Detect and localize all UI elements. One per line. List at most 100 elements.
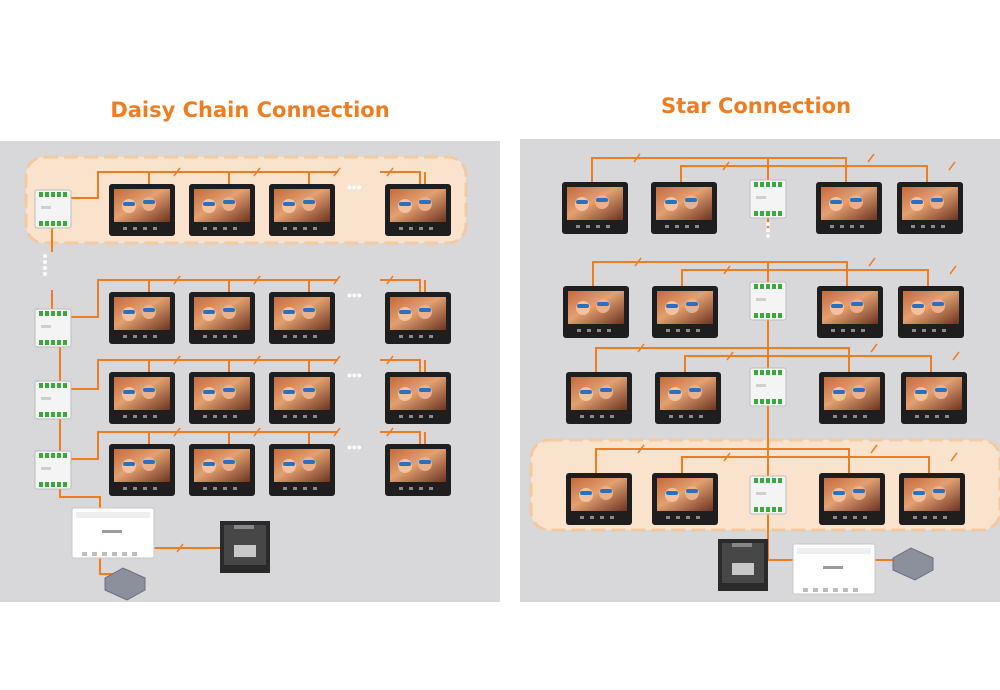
cable-break-mark [948, 161, 956, 171]
daisy-chain-title: Daisy Chain Connection [110, 98, 390, 122]
terminal-block [778, 211, 782, 216]
screen-sunglasses [143, 388, 155, 392]
monitor-button [233, 335, 237, 338]
terminal-block [57, 221, 61, 226]
terminal-block [760, 399, 764, 404]
terminal-block [39, 453, 43, 458]
terminal-block [772, 478, 776, 483]
monitor-button [153, 415, 157, 418]
switch-port [813, 588, 818, 592]
monitor-button [912, 329, 916, 332]
monitor-button [143, 227, 147, 230]
screen-sunglasses [203, 390, 215, 394]
indoor-monitor [651, 182, 717, 234]
terminal-block [63, 383, 67, 388]
monitor-button [143, 487, 147, 490]
power-supply [892, 547, 934, 581]
monitor-button [841, 329, 845, 332]
terminal-block [766, 313, 770, 318]
indoor-monitor [269, 372, 335, 424]
terminal-block [57, 311, 61, 316]
monitor-button [843, 516, 847, 519]
switch-port [102, 552, 107, 556]
monitor-button [853, 415, 857, 418]
screen-sunglasses [830, 200, 842, 204]
terminal-block [760, 507, 764, 512]
terminal-block [760, 370, 764, 375]
monitor-button [409, 415, 413, 418]
cable-break-mark [333, 355, 341, 365]
monitor-button [923, 516, 927, 519]
cable [380, 279, 421, 292]
monitor-button [313, 335, 317, 338]
monitor-button [696, 516, 700, 519]
monitor-button [932, 329, 936, 332]
screen-sunglasses [399, 390, 411, 394]
screen-sunglasses [933, 489, 945, 493]
switch-port [132, 552, 137, 556]
monitor-button [941, 225, 945, 228]
monitor-button [863, 516, 867, 519]
cable-break-mark [723, 452, 731, 462]
indoor-monitor [652, 473, 718, 525]
monitor-button [283, 415, 287, 418]
screen-sunglasses [685, 198, 697, 202]
distributor-label [41, 325, 51, 328]
distributor-label [756, 384, 766, 387]
monitor-button [399, 227, 403, 230]
screen-sunglasses [833, 390, 845, 394]
monitor-button [123, 227, 127, 230]
indoor-monitor [109, 184, 175, 236]
terminal-block [778, 313, 782, 318]
monitor-button [676, 329, 680, 332]
monitor-button [153, 487, 157, 490]
cable-break-mark [386, 427, 394, 437]
monitor-button [861, 329, 865, 332]
indoor-monitor [269, 292, 335, 344]
terminal-block [772, 211, 776, 216]
screen-sunglasses [399, 310, 411, 314]
screen-sunglasses [689, 388, 701, 392]
screen-sunglasses [935, 388, 947, 392]
door-station-light [732, 563, 754, 575]
screen-sunglasses [911, 200, 923, 204]
cable-break-mark [173, 355, 181, 365]
screen-sunglasses [399, 462, 411, 466]
screen-sunglasses [853, 388, 865, 392]
monitor-button [303, 487, 307, 490]
switch-port [803, 588, 808, 592]
cable [767, 456, 930, 476]
video-distributor [34, 189, 72, 229]
monitor-button [699, 415, 703, 418]
screen-sunglasses [669, 390, 681, 394]
monitor-button [610, 415, 614, 418]
video-distributor [34, 450, 72, 490]
terminal-block [39, 311, 43, 316]
indoor-monitor [269, 444, 335, 496]
terminal-block [51, 311, 55, 316]
monitor-button [850, 225, 854, 228]
monitor-button [851, 329, 855, 332]
indoor-monitor [109, 292, 175, 344]
terminal-block [766, 284, 770, 289]
monitor-button [409, 487, 413, 490]
indoor-monitor [897, 182, 963, 234]
monitor-button [925, 415, 929, 418]
monitor-button [293, 335, 297, 338]
cable [71, 431, 338, 460]
monitor-button [915, 415, 919, 418]
power-supply-body [104, 567, 146, 601]
terminal-block [63, 311, 67, 316]
terminal-block [760, 182, 764, 187]
monitor-button [597, 329, 601, 332]
cable-break-mark [868, 257, 876, 267]
monitor-button [313, 487, 317, 490]
monitor-button [283, 335, 287, 338]
screen-sunglasses [419, 200, 431, 204]
terminal-block [772, 313, 776, 318]
terminal-block [45, 221, 49, 226]
indoor-monitor [269, 184, 335, 236]
cable-break-mark [867, 153, 875, 163]
terminal-block [51, 383, 55, 388]
screen-sunglasses [580, 491, 592, 495]
